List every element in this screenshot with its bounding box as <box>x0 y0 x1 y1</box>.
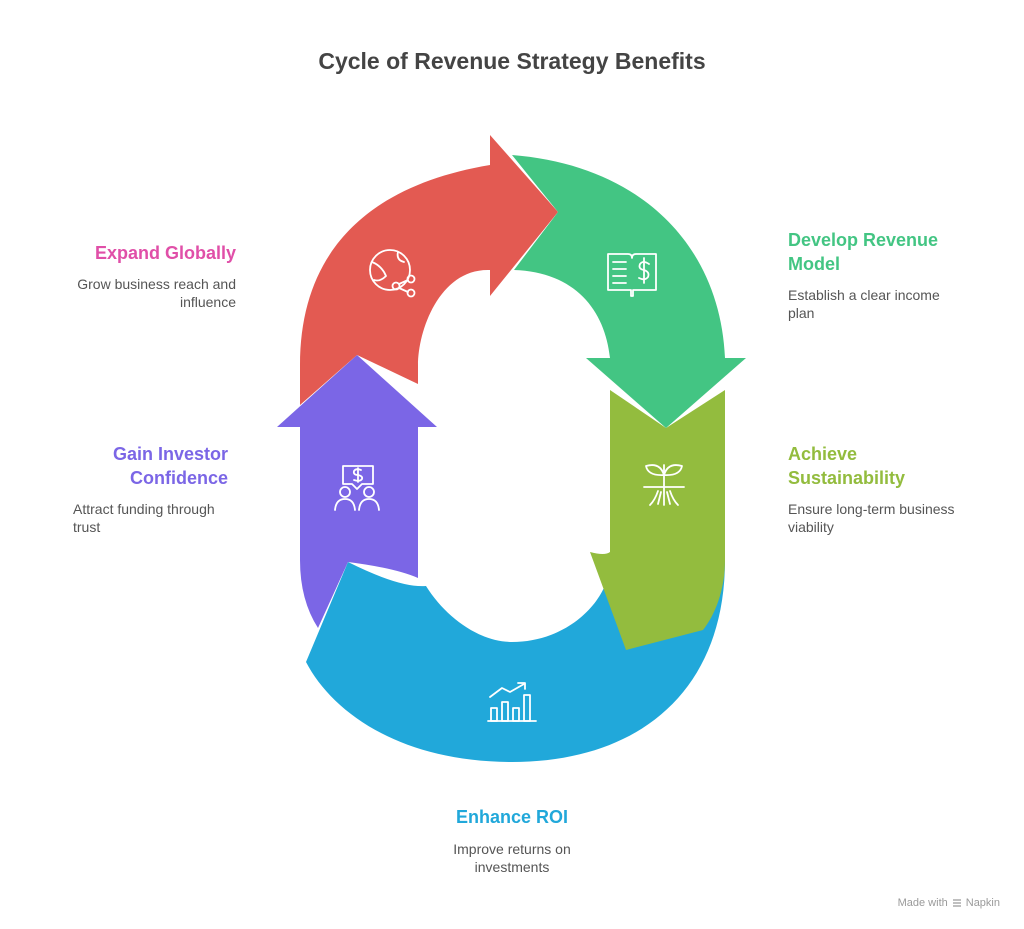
label-gain-investor: Gain Investor Confidence <box>112 444 228 488</box>
desc-enhance-roi: Improve returns on investments <box>453 841 571 875</box>
arrow-achieve-sustainability <box>590 390 725 650</box>
made-with-text: Made with <box>897 897 948 909</box>
book-dollar-icon <box>607 253 657 297</box>
desc-gain-investor: Attract funding through trust <box>73 501 215 535</box>
desc-achieve-sustainability: Ensure long-term business viability <box>788 501 955 535</box>
arrow-expand-globally <box>300 135 558 405</box>
arrow-develop-revenue <box>512 155 746 428</box>
sprout-icon <box>643 464 685 506</box>
investor-chat-icon <box>334 465 380 511</box>
page-title: Cycle of Revenue Strategy Benefits <box>318 48 706 74</box>
label-achieve-sustainability: Achieve Sustainability <box>788 444 906 488</box>
napkin-footer: Made with Napkin <box>898 897 1000 909</box>
label-enhance-roi: Enhance ROI <box>455 807 569 827</box>
globe-share-icon <box>369 249 416 298</box>
napkin-logo-icon <box>952 899 961 907</box>
napkin-brand-text: Napkin <box>965 897 1000 909</box>
label-develop-revenue: Develop Revenue Model <box>788 230 939 274</box>
bar-chart-trend-icon <box>487 682 537 722</box>
label-expand-globally: Expand Globally <box>94 243 236 263</box>
arrow-gain-investor <box>277 355 437 628</box>
desc-expand-globally: Grow business reach and influence <box>77 276 236 310</box>
desc-develop-revenue: Establish a clear income plan <box>788 287 940 321</box>
